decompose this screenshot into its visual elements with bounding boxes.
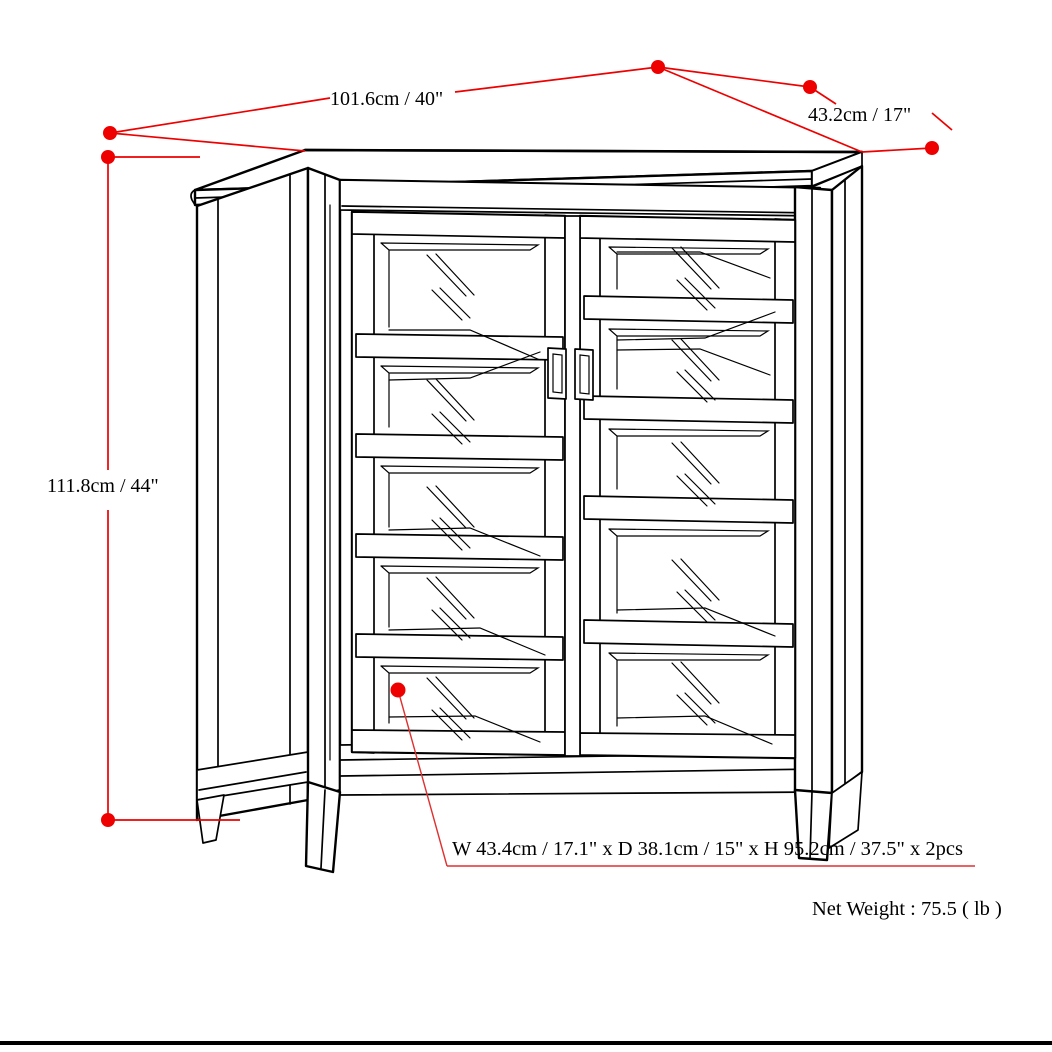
width-dimension-label: 101.6cm / 40" xyxy=(330,88,444,110)
cabinet-right-side xyxy=(830,164,864,797)
cabinet-illustration xyxy=(190,148,864,874)
glass-reflection-marks-right xyxy=(671,246,720,726)
depth-dimension xyxy=(657,66,953,155)
height-dimension xyxy=(101,150,240,827)
depth-dimension-dot-right xyxy=(925,141,939,155)
cabinet-door-right[interactable] xyxy=(578,214,797,760)
width-dimension xyxy=(103,60,863,153)
height-dimension-dot-bottom xyxy=(101,813,115,827)
cabinet-front-right-post xyxy=(793,185,834,797)
cabinet-left-side-panel xyxy=(195,166,310,822)
cabinet-leg-front-left xyxy=(304,780,342,874)
interior-dimension-dot xyxy=(390,682,406,698)
depth-dimension-label: 43.2cm / 17" xyxy=(808,104,912,126)
interior-dimension-leader xyxy=(390,682,975,867)
cabinet-center-stile xyxy=(564,215,581,757)
cabinet-front-left-post xyxy=(306,166,342,802)
height-dimension-label: 111.8cm / 44" xyxy=(47,475,159,497)
net-weight-label: Net Weight : 75.5 ( lb ) xyxy=(812,898,1002,920)
cabinet-door-left[interactable] xyxy=(350,210,567,757)
height-dimension-dot-top xyxy=(101,150,115,164)
glass-reflection-marks-left xyxy=(426,253,475,741)
cabinet-leg-rear-right xyxy=(828,771,863,849)
cabinet-leg-rear-left xyxy=(196,794,225,844)
dimension-annotations xyxy=(101,60,975,867)
cabinet-door-handle-left[interactable] xyxy=(547,347,567,400)
depth-dimension-dot-top xyxy=(803,80,817,94)
cabinet-door-handle-right[interactable] xyxy=(574,348,594,401)
cabinet-leg-front-right xyxy=(793,788,834,862)
interior-dimension-label: W 43.4cm / 17.1" x D 38.1cm / 15" x H 95… xyxy=(452,838,963,860)
width-dimension-dot-left xyxy=(103,126,117,140)
